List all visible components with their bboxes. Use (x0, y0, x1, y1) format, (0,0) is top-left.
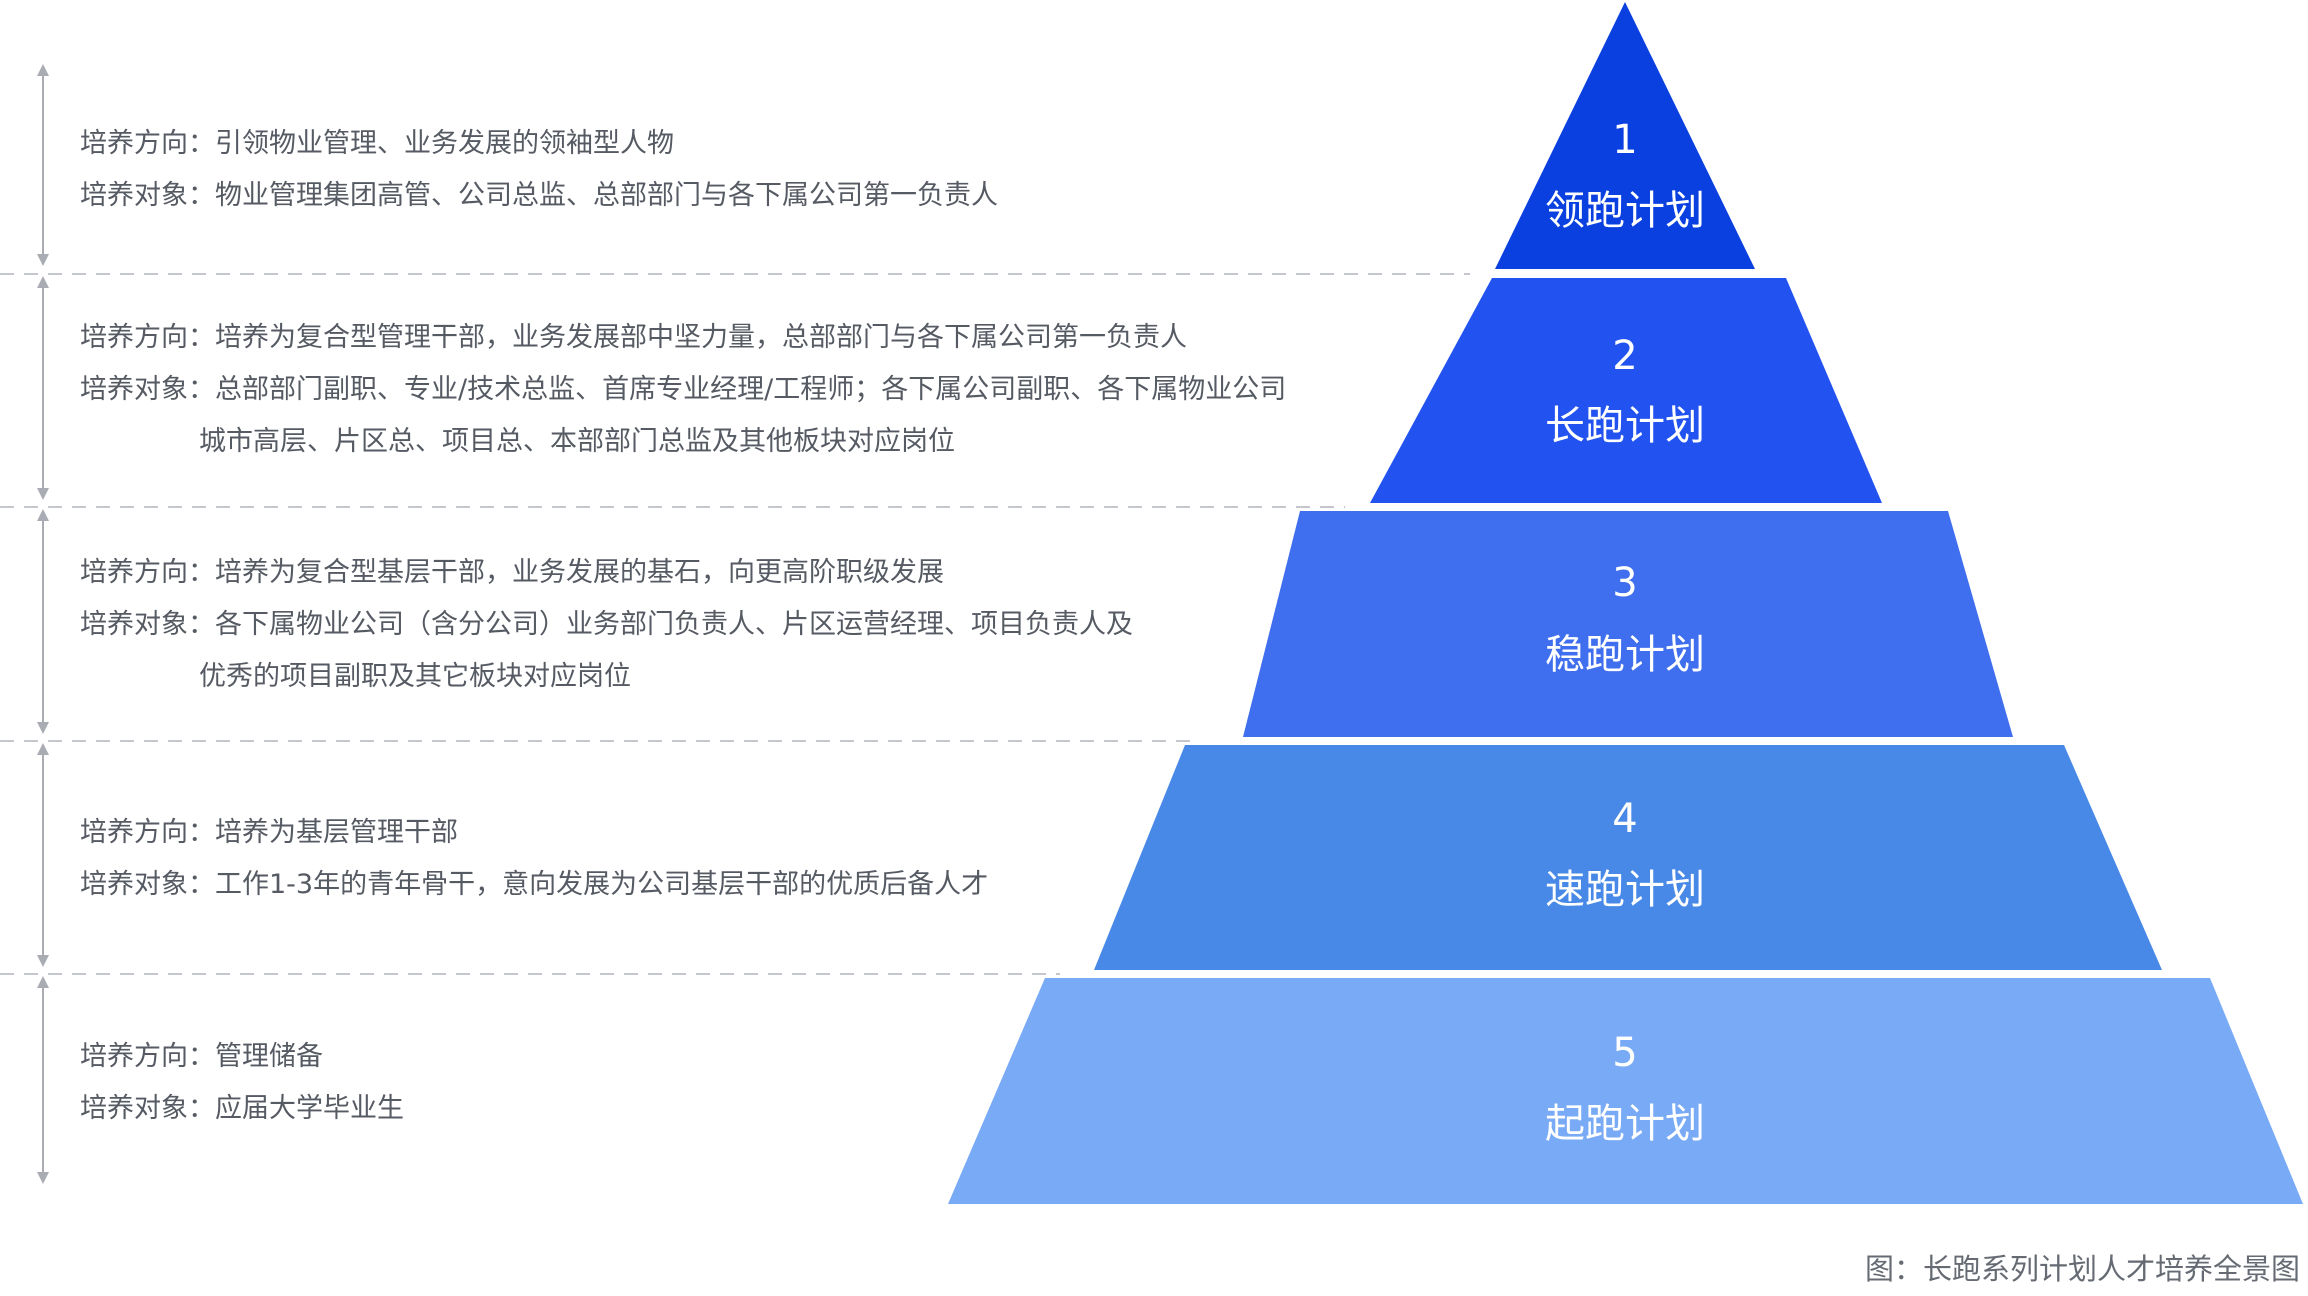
tier-3-description: 培养方向：培养为复合型基层干部，业务发展的基石，向更高阶职级发展 培养对象：各下… (80, 557, 1133, 692)
range-arrow-2 (37, 276, 49, 500)
tier-5-target-line-1: 培养对象：应届大学毕业生 (80, 1093, 404, 1124)
tier-5-name: 起跑计划 (1545, 1101, 1705, 1147)
tier-3-target-line-1: 培养对象：各下属物业公司（含分公司）业务部门负责人、片区运营经理、项目负责人及 (80, 609, 1133, 640)
tier-5: 5 起跑计划 (948, 978, 2303, 1204)
tier-4-target-line-1: 培养对象：工作1-3年的青年骨干，意向发展为公司基层干部的优质后备人才 (80, 869, 988, 900)
tier-1-number: 1 (1612, 117, 1637, 163)
tier-5-direction: 培养方向：管理储备 (80, 1041, 323, 1072)
tier-1-shape (1495, 2, 1755, 269)
tier-1-name: 领跑计划 (1545, 188, 1705, 234)
range-arrow-5 (37, 976, 49, 1184)
range-arrow-1 (37, 64, 49, 266)
tier-4-number: 4 (1612, 796, 1637, 842)
tier-4: 4 速跑计划 (1094, 745, 2162, 970)
tier-1-target-line-1: 培养对象：物业管理集团高管、公司总监、总部部门与各下属公司第一负责人 (80, 180, 998, 211)
tier-1-description: 培养方向：引领物业管理、业务发展的领袖型人物 培养对象：物业管理集团高管、公司总… (80, 128, 998, 211)
tier-5-number: 5 (1612, 1030, 1637, 1076)
tier-3-name: 稳跑计划 (1545, 632, 1705, 678)
tier-3-direction: 培养方向：培养为复合型基层干部，业务发展的基石，向更高阶职级发展 (80, 557, 944, 588)
tier-3-number: 3 (1612, 560, 1637, 606)
tier-5-shape (948, 978, 2303, 1204)
tier-3: 3 稳跑计划 (1243, 511, 2013, 737)
tier-2-direction: 培养方向：培养为复合型管理干部，业务发展部中坚力量，总部部门与各下属公司第一负责… (80, 322, 1187, 353)
tier-2-target-line-2: 城市高层、片区总、项目总、本部部门总监及其他板块对应岗位 (199, 426, 955, 457)
range-arrow-3 (37, 509, 49, 734)
tier-3-target-line-2: 优秀的项目副职及其它板块对应岗位 (199, 661, 631, 692)
tier-1: 1 领跑计划 (1495, 2, 1755, 269)
tier-2-number: 2 (1612, 333, 1637, 379)
tier-1-direction: 培养方向：引领物业管理、业务发展的领袖型人物 (80, 128, 674, 159)
tier-2-name: 长跑计划 (1545, 403, 1705, 449)
tier-2-target-line-1: 培养对象：总部部门副职、专业/技术总监、首席专业经理/工程师；各下属公司副职、各… (80, 374, 1286, 405)
tier-4-direction: 培养方向：培养为基层管理干部 (80, 817, 458, 848)
tier-4-name: 速跑计划 (1545, 867, 1705, 913)
tier-2-shape (1370, 278, 1882, 503)
tier-2-description: 培养方向：培养为复合型管理干部，业务发展部中坚力量，总部部门与各下属公司第一负责… (80, 322, 1286, 457)
tier-4-shape (1094, 745, 2162, 970)
tier-4-description: 培养方向：培养为基层管理干部 培养对象：工作1-3年的青年骨干，意向发展为公司基… (80, 817, 988, 900)
figure-caption: 图：长跑系列计划人才培养全景图 (1865, 1252, 2300, 1286)
range-arrow-4 (37, 743, 49, 967)
tier-5-description: 培养方向：管理储备 培养对象：应届大学毕业生 (80, 1041, 404, 1124)
tier-3-shape (1243, 511, 2013, 737)
tier-2: 2 长跑计划 (1370, 278, 1882, 503)
